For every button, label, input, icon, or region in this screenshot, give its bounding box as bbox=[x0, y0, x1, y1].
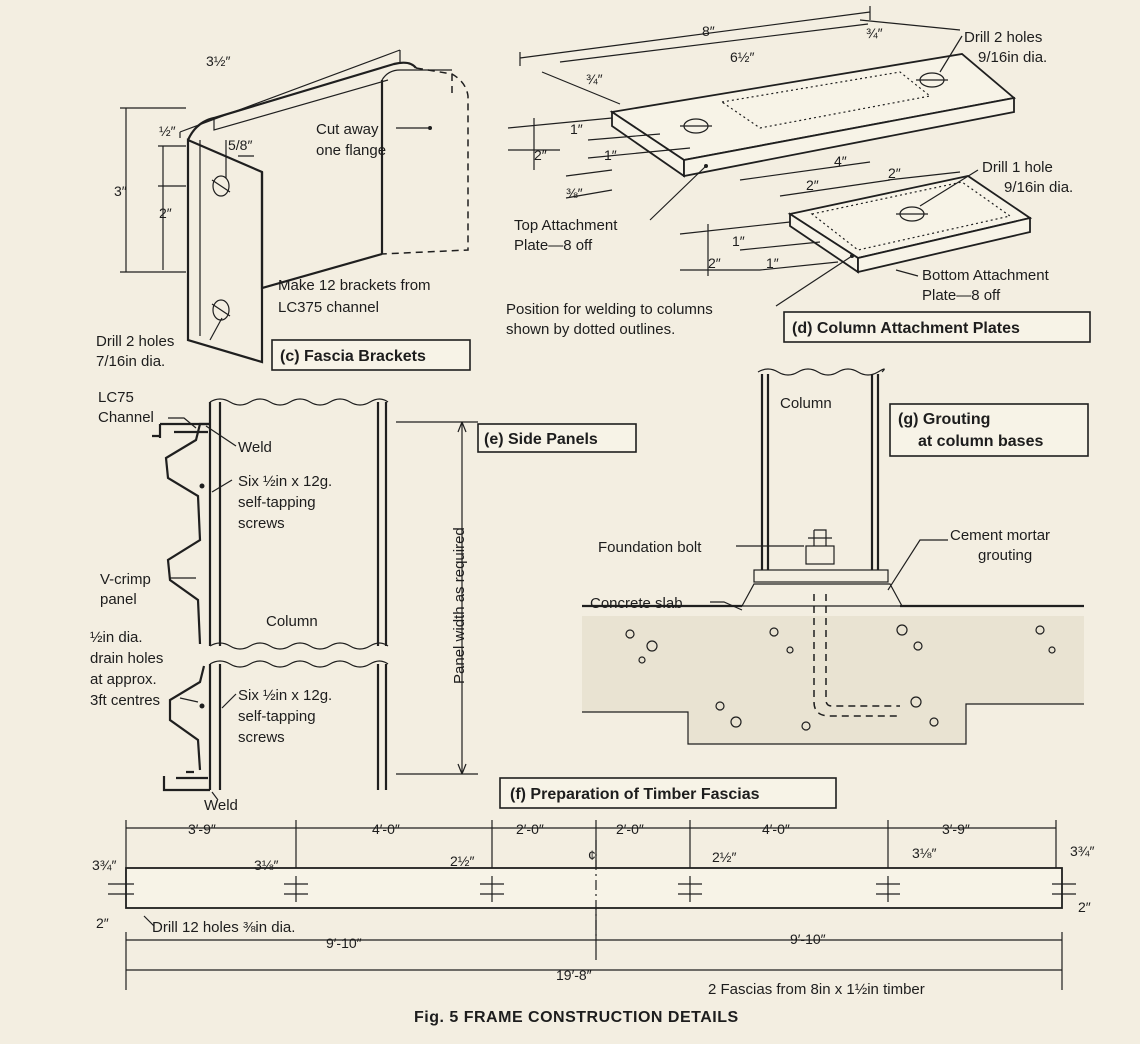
fascia-brackets-caption-box bbox=[271, 339, 471, 371]
half-length-right: 9′-10″ bbox=[790, 931, 826, 947]
grouting-caption: (g) Grouting bbox=[898, 411, 990, 428]
column-plates-caption: (d) Column Attachment Plates bbox=[792, 320, 1020, 337]
weld-label-top: Weld bbox=[238, 439, 272, 456]
hole-dim-3: 2½″ bbox=[712, 849, 736, 865]
top-plate-drill-note: Drill 2 holes bbox=[964, 29, 1042, 46]
lc75-channel-label: LC75 bbox=[98, 389, 134, 406]
cement-grouting-label-2: grouting bbox=[978, 547, 1032, 564]
column-attachment-plates-detail: 8″ 6½″ ¾″ ¾″ 1″ 1″ 2″ ⅜″ 4″ 2″ 2″ 1″ 1″ … bbox=[506, 6, 1091, 343]
hole-dim-1: 3⅛″ bbox=[254, 857, 278, 873]
fascia-drill-note: Drill 12 holes ⅜in dia. bbox=[152, 919, 295, 936]
screws-top-label-3: screws bbox=[238, 515, 285, 532]
screws-top-label-2: self-tapping bbox=[238, 494, 316, 511]
bottom-plate-drill-note: Drill 1 hole bbox=[982, 159, 1053, 176]
lc75-channel-label-2: Channel bbox=[98, 409, 154, 426]
end-dim-bottom-right: 2″ bbox=[1078, 899, 1091, 915]
drain-holes-label-2: drain holes bbox=[90, 650, 163, 667]
bracket-flange-dim: 5/8″ bbox=[228, 137, 252, 153]
grouting-column-label: Column bbox=[780, 395, 832, 412]
timber-fascia-board bbox=[125, 867, 1063, 909]
side-panels-detail: LC75 Channel Weld Six ½in x 12g. self-ta… bbox=[90, 389, 637, 814]
fascia-dim-2: 4′-0″ bbox=[372, 821, 400, 837]
column-plates-caption-box bbox=[783, 311, 1091, 343]
bracket-hole-spacing-dim: 2″ bbox=[159, 205, 172, 221]
make-brackets-note-2: LC375 channel bbox=[278, 299, 379, 316]
make-brackets-note: Make 12 brackets from bbox=[278, 277, 431, 294]
timber-fascias-detail: (f) Preparation of Timber Fascias 3′-9″ … bbox=[92, 777, 1094, 998]
screws-bottom-label-3: screws bbox=[238, 729, 285, 746]
welding-position-note: Position for welding to columns bbox=[506, 301, 713, 318]
top-plate-side-dim: ¾″ bbox=[586, 71, 603, 87]
fascia-dim-1: 3′-9″ bbox=[188, 821, 216, 837]
top-plate-dim-1a: 1″ bbox=[570, 121, 583, 137]
fascia-dim-3: 2′-0″ bbox=[516, 821, 544, 837]
grouting-detail: Column Foundation bolt Cement mortar gro… bbox=[582, 368, 1089, 745]
end-dim-top-left: 3¾″ bbox=[92, 857, 116, 873]
bracket-drill-note: Drill 2 holes bbox=[96, 333, 174, 350]
vcrimp-panel-label-2: panel bbox=[100, 591, 137, 608]
figure-title: Fig. 5 FRAME CONSTRUCTION DETAILS bbox=[414, 1009, 739, 1026]
drain-holes-label: ½in dia. bbox=[90, 629, 143, 646]
hole-dim-4: 3⅛″ bbox=[912, 845, 936, 861]
bottom-plate-dim-1d: 1″ bbox=[766, 255, 779, 271]
top-plate-dim-1b: 1″ bbox=[604, 147, 617, 163]
bracket-drill-note-2: 7/16in dia. bbox=[96, 353, 165, 370]
side-panel-column-label: Column bbox=[266, 613, 318, 630]
top-plate-length-dim: 8″ bbox=[702, 23, 715, 39]
fascia-dim-5: 4′-0″ bbox=[762, 821, 790, 837]
screws-bottom-label: Six ½in x 12g. bbox=[238, 687, 332, 704]
drain-holes-label-3: at approx. bbox=[90, 671, 157, 688]
half-length-left: 9′-10″ bbox=[326, 935, 362, 951]
fascias-timber-note: 2 Fascias from 8in x 1½in timber bbox=[708, 981, 925, 998]
bracket-height-dim: 3″ bbox=[114, 183, 127, 199]
cement-grouting-label: Cement mortar bbox=[950, 527, 1050, 544]
bracket-top-edge-dim: ½″ bbox=[159, 123, 176, 139]
fascia-dim-4: 2′-0″ bbox=[616, 821, 644, 837]
top-plate-end-dim: ¾″ bbox=[866, 25, 883, 41]
drain-holes-label-4: 3ft centres bbox=[90, 692, 160, 709]
cut-flange-note-2: one flange bbox=[316, 142, 386, 159]
panel-width-label: Panel width as required bbox=[451, 527, 468, 684]
bottom-plate-drill-note-2: 9/16in dia. bbox=[1004, 179, 1073, 196]
bottom-plate-label: Bottom Attachment bbox=[922, 267, 1050, 284]
total-length-dim: 19′-8″ bbox=[556, 967, 592, 983]
foundation-bolt-label: Foundation bolt bbox=[598, 539, 702, 556]
hole-dim-2: 2½″ bbox=[450, 853, 474, 869]
timber-fascias-caption: (f) Preparation of Timber Fascias bbox=[510, 786, 760, 803]
bottom-plate-dim-1c: 1″ bbox=[732, 233, 745, 249]
bottom-plate-length-dim: 4″ bbox=[834, 153, 847, 169]
aggregate-pattern bbox=[625, 624, 1056, 731]
top-plate-label-2: Plate—8 off bbox=[514, 237, 593, 254]
side-panels-caption-box bbox=[477, 423, 637, 453]
top-plate-width-dim: 2″ bbox=[534, 147, 547, 163]
vcrimp-panel-label: V-crimp bbox=[100, 571, 151, 588]
end-dim-top-right: 3¾″ bbox=[1070, 843, 1094, 859]
timber-fascias-caption-box bbox=[499, 777, 837, 809]
bottom-plate-width-dim: 2″ bbox=[708, 255, 721, 271]
side-panels-caption: (e) Side Panels bbox=[484, 431, 598, 448]
bracket-width-dim: 3½″ bbox=[206, 53, 230, 69]
welding-position-note-2: shown by dotted outlines. bbox=[506, 321, 675, 338]
bottom-plate-label-2: Plate—8 off bbox=[922, 287, 1001, 304]
top-plate-hole-span-dim: 6½″ bbox=[730, 49, 754, 65]
top-plate-drill-note-2: 9/16in dia. bbox=[978, 49, 1047, 66]
screws-top-label: Six ½in x 12g. bbox=[238, 473, 332, 490]
centre-line-mark: ¢ bbox=[588, 847, 596, 863]
top-plate-thickness-dim: ⅜″ bbox=[566, 185, 583, 201]
weld-label-bottom: Weld bbox=[204, 797, 238, 814]
top-plate-label: Top Attachment bbox=[514, 217, 618, 234]
fascia-bracket-detail: 3½″ 3″ 2″ ½″ 5/8″ Cut away one flange Ma… bbox=[96, 49, 471, 371]
end-dim-bottom-left: 2″ bbox=[96, 915, 109, 931]
grouting-caption-box bbox=[889, 403, 1089, 457]
screws-bottom-label-2: self-tapping bbox=[238, 708, 316, 725]
fascia-brackets-caption: (c) Fascia Brackets bbox=[280, 348, 426, 365]
concrete-slab-label: Concrete slab bbox=[590, 595, 683, 612]
cut-flange-note: Cut away bbox=[316, 121, 379, 138]
fascia-dim-6: 3′-9″ bbox=[942, 821, 970, 837]
grouting-caption-2: at column bases bbox=[918, 433, 1043, 450]
bottom-plate-dim-2a: 2″ bbox=[806, 177, 819, 193]
bottom-plate-dim-2b: 2″ bbox=[888, 165, 901, 181]
